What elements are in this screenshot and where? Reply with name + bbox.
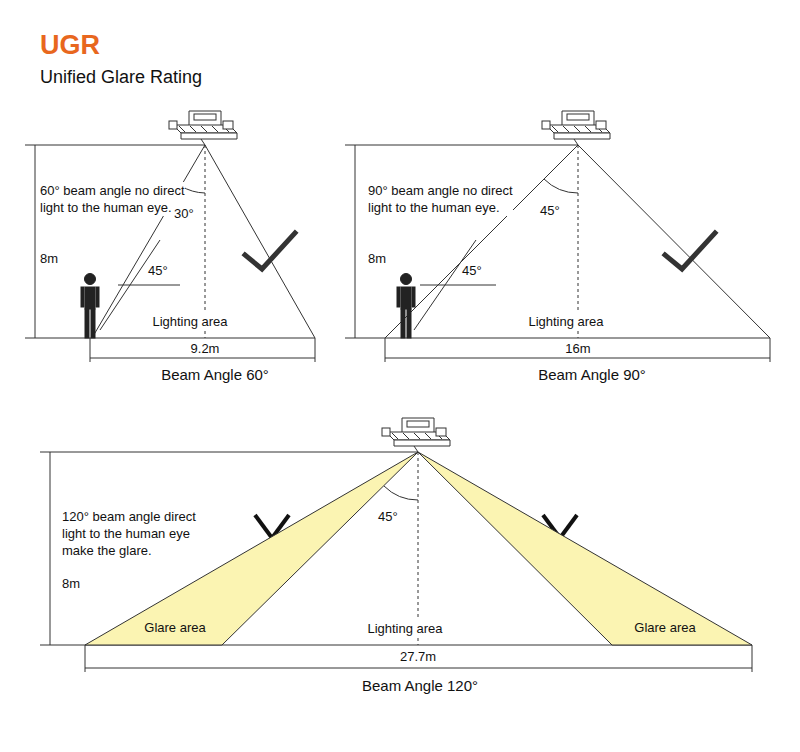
beam-edge — [578, 145, 770, 338]
annotation-label: Lighting area — [528, 313, 603, 330]
person-figure — [81, 274, 99, 339]
dimension-line — [345, 145, 578, 146]
beam-edge — [205, 145, 315, 338]
beam-axis — [418, 452, 419, 645]
annotation-label: Lighting area — [367, 620, 442, 637]
check-mark — [245, 233, 295, 269]
annotation-label: 9.2m — [191, 340, 220, 357]
dimension-line — [385, 358, 770, 359]
diagram-title: UGR — [40, 30, 100, 60]
glare-triangle — [418, 452, 752, 645]
glare-area: Glare area — [418, 452, 752, 645]
annotation-label: 30° — [174, 205, 194, 222]
dimension-line — [50, 452, 51, 645]
annotation-label: 120° beam angle direct light to the huma… — [62, 508, 197, 559]
annotation-label: Beam Angle 90° — [538, 365, 646, 384]
annotation-label: 45° — [148, 262, 168, 279]
annotation-label: 27.7m — [400, 648, 436, 665]
annotation-label: Unified Glare Rating — [40, 66, 202, 89]
annotation-label: 8m — [40, 250, 58, 267]
dimension-line — [40, 452, 418, 453]
check-mark — [665, 233, 715, 269]
luminaire-icon — [542, 111, 610, 145]
glare-label: Glare area — [144, 620, 205, 636]
dimension-line — [355, 145, 356, 338]
annotation-label: Lighting area — [152, 313, 227, 330]
dimension-line — [25, 145, 205, 146]
dimension-line — [85, 668, 752, 669]
annotation-label: Beam Angle 60° — [161, 365, 269, 384]
annotation-label: 90° beam angle no direct light to the hu… — [368, 182, 513, 216]
annotation-label: 8m — [368, 250, 386, 267]
ground-line — [25, 338, 315, 339]
angle-arc — [544, 179, 578, 193]
luminaire-icon — [382, 418, 450, 452]
glare-triangle — [418, 452, 752, 645]
dimension-line — [90, 358, 315, 359]
annotation-label: Beam Angle 120° — [362, 676, 478, 695]
angle-arc — [384, 486, 418, 500]
luminaire-icon — [169, 111, 237, 145]
dimension-line — [35, 145, 36, 338]
beam-axis — [205, 145, 206, 338]
annotation-label: 45° — [378, 508, 398, 525]
annotation-label: 16m — [565, 340, 590, 357]
horizon-line — [118, 285, 180, 286]
beam-axis — [578, 145, 579, 338]
annotation-label: 60° beam angle no direct light to the hu… — [40, 182, 185, 216]
annotation-label: 45° — [540, 202, 560, 219]
beam-edge — [385, 145, 578, 338]
horizon-line — [420, 285, 496, 286]
annotation-label: 8m — [62, 575, 80, 592]
annotation-label: 45° — [462, 262, 482, 279]
beam-edge — [92, 145, 205, 338]
person-figure — [397, 274, 415, 339]
glare-label: Glare area — [634, 620, 695, 636]
